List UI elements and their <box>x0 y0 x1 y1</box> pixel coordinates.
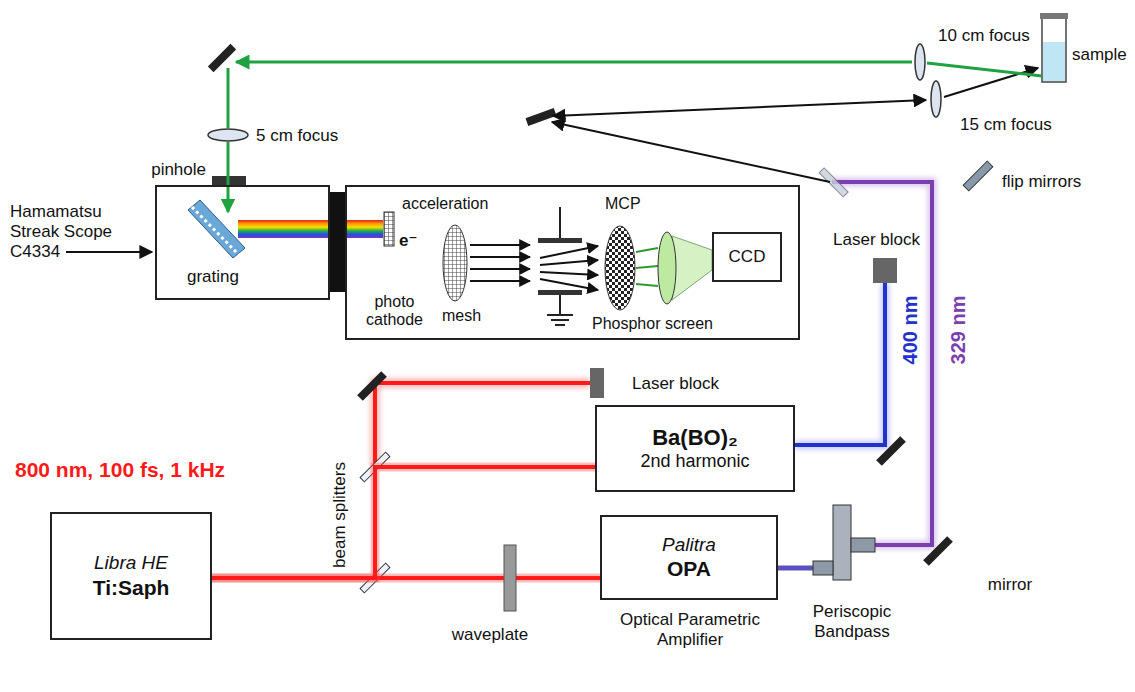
laser-block <box>590 368 604 398</box>
component-label: mesh <box>442 307 481 325</box>
emission-beam <box>927 63 1042 76</box>
part-label: waveplate <box>452 625 529 645</box>
laser-beam-glow <box>375 383 590 467</box>
wavelength-label: 400 nm <box>900 296 920 365</box>
excitation-beam <box>553 100 926 116</box>
cuvette <box>1042 18 1066 82</box>
acceleration-mesh <box>443 225 467 301</box>
mirror <box>876 436 906 466</box>
electron-arrows <box>470 245 530 281</box>
periscope <box>833 505 851 580</box>
box-text: Palitra <box>662 534 716 557</box>
part-label: flip mirrors <box>1002 172 1081 192</box>
part-label: Optical Parametric Amplifier <box>600 610 780 650</box>
focus-label: 15 cm focus <box>960 115 1052 135</box>
opa-output-beam <box>778 566 815 571</box>
component-label: grating <box>187 267 239 287</box>
uv-beam <box>832 182 932 545</box>
periscope <box>851 538 875 552</box>
instrument-label: Hamamatsu Streak Scope C4334 <box>10 202 125 262</box>
spectrum <box>347 220 383 238</box>
component-label: acceleration <box>402 195 488 213</box>
box-text: Libra HE <box>94 552 168 575</box>
coupler <box>330 192 345 292</box>
laser-spec: 800 nm, 100 fs, 1 kHz <box>15 460 225 480</box>
waveplate <box>504 545 516 611</box>
emission-beam <box>236 61 912 64</box>
deflection-plate <box>538 238 582 243</box>
part-label: Laser block <box>632 374 719 394</box>
ccd-box: CCD <box>712 232 782 282</box>
ground-wire <box>559 295 561 315</box>
laser-block <box>873 258 897 283</box>
spectrum <box>238 220 330 238</box>
component-label: MCP <box>605 195 641 213</box>
excitation-beam <box>552 122 830 182</box>
part-label: mirror <box>988 575 1032 595</box>
part-label: Periscopic Bandpass <box>802 602 902 642</box>
part-label: Laser block <box>833 230 920 250</box>
streak-tube-box: photo cathode e⁻ acceleration mesh MCP Phosph… <box>345 185 800 340</box>
photocathode <box>384 212 394 246</box>
excitation-beam <box>944 68 1038 97</box>
box-text: Ti:Saph <box>93 575 170 600</box>
cuvette-cap <box>1040 13 1068 19</box>
sample-liquid <box>1043 42 1065 81</box>
label-arrow <box>66 251 152 253</box>
mirror <box>923 536 953 566</box>
part-label: pinhole <box>151 160 206 180</box>
blue-beam <box>795 283 885 445</box>
ground-symbol <box>547 315 573 325</box>
box-text: Ba(BO)₂ <box>652 425 738 451</box>
component-label: Phosphor screen <box>592 315 713 333</box>
periscope <box>813 561 833 575</box>
shg-box: Ba(BO)₂2nd harmonic <box>595 405 795 492</box>
lens <box>208 129 248 141</box>
light-cone <box>672 236 712 300</box>
uv-beam-glow <box>832 182 932 545</box>
deflection-plate <box>538 290 582 295</box>
mirror <box>357 371 387 401</box>
mirror <box>526 108 557 126</box>
laser-beam <box>212 467 595 578</box>
box-text: CCD <box>729 247 766 267</box>
deflected-electrons <box>540 246 598 290</box>
opa-box: PalitraOPA <box>600 515 778 600</box>
phosphor-screen <box>658 232 676 304</box>
laser-beam-glow <box>212 467 595 578</box>
lens <box>931 81 941 117</box>
component-label: e⁻ <box>399 231 417 251</box>
flip-mirror <box>963 161 993 191</box>
sweep-wire <box>559 207 561 238</box>
emission-beam <box>227 142 230 212</box>
flip-mirror <box>819 168 848 197</box>
blue-beam-glow <box>795 283 885 445</box>
emission-beam <box>227 68 230 128</box>
grating <box>188 200 245 258</box>
part-label: beam splitters <box>330 462 350 568</box>
box-text: OPA <box>667 556 711 581</box>
focus-label: 10 cm focus <box>938 26 1030 46</box>
box-text: 2nd harmonic <box>640 451 749 473</box>
lens <box>915 44 925 80</box>
grating-grooves <box>192 207 240 256</box>
laser-beam <box>375 383 590 467</box>
spectrograph-box: grating <box>155 185 330 300</box>
mirror <box>208 44 236 72</box>
part-label: sample <box>1072 45 1127 65</box>
mcp-output <box>636 248 658 286</box>
mcp-plate <box>605 226 635 310</box>
focus-label: 5 cm focus <box>256 126 338 146</box>
laser-box: Libra HETi:Saph <box>50 512 212 640</box>
component-label: photo cathode <box>357 293 432 330</box>
wavelength-label: 329 nm <box>948 296 968 365</box>
laser-beam-core <box>212 467 595 578</box>
